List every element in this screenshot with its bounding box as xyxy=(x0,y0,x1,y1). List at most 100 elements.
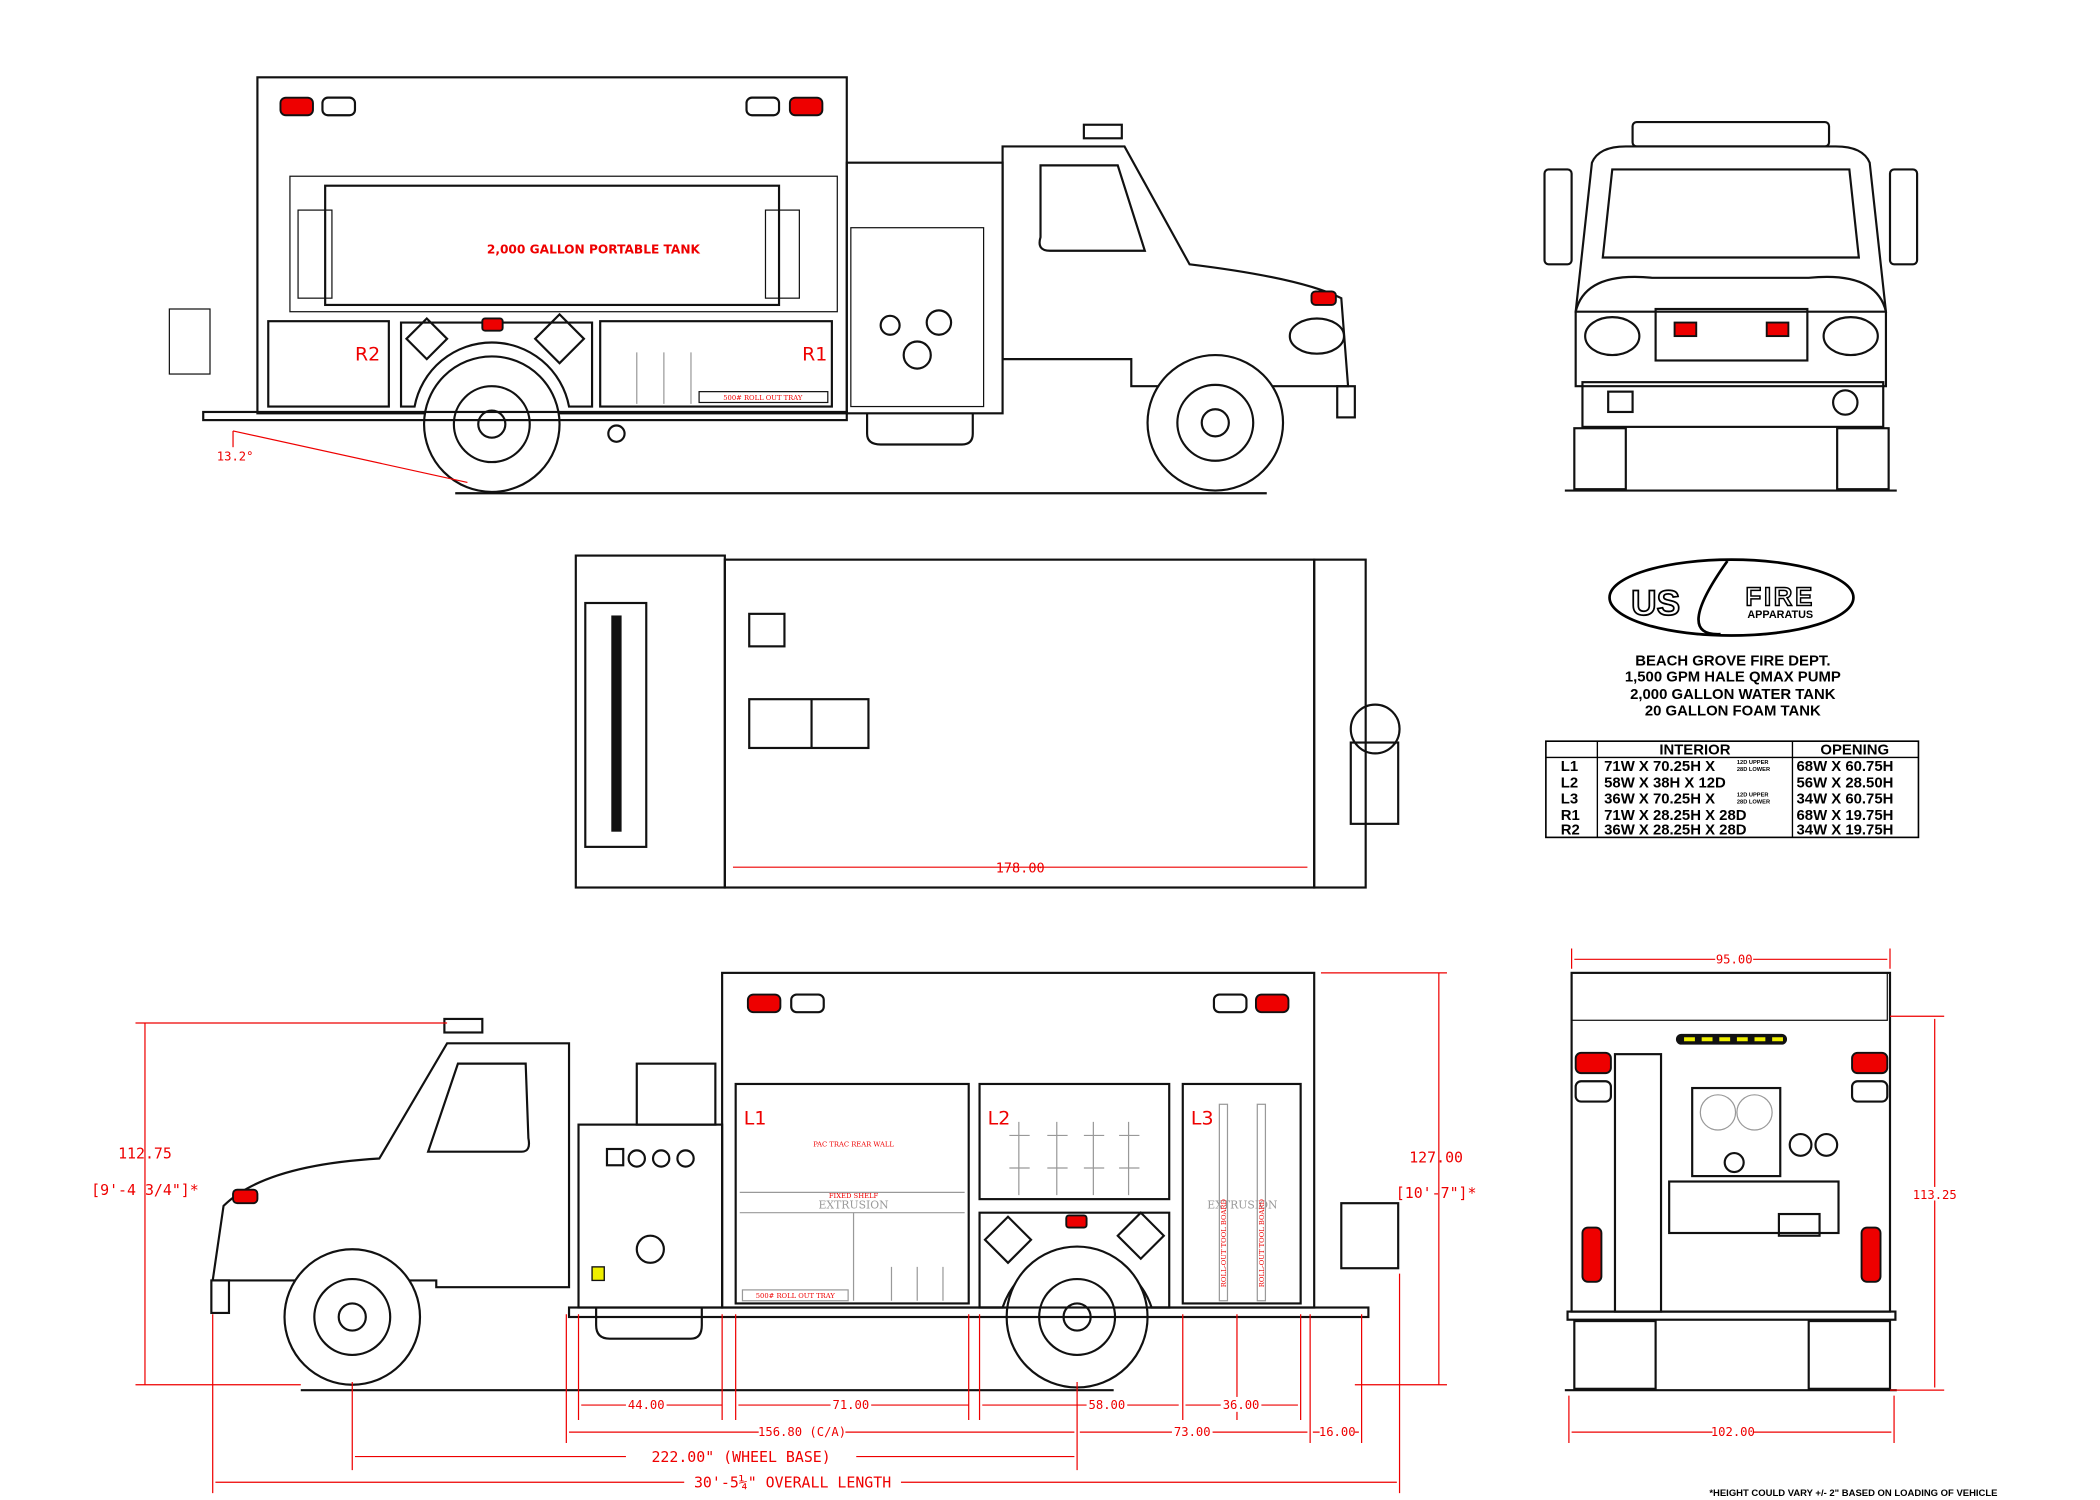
tool-board xyxy=(1218,1103,1229,1302)
compartment-label-r2: R2 xyxy=(355,343,380,365)
rear-wheel xyxy=(422,355,561,493)
table-row: L2 58W X 38H X 12D 56W X 28.50H xyxy=(1561,775,1894,791)
light-bar xyxy=(1631,120,1831,148)
tray-label: 500# ROLL OUT TRAY xyxy=(723,394,803,402)
warning-light xyxy=(1851,1051,1889,1075)
left-side-view: L1 PAC TRAC REAR WALL FIXED SHELF EXTRUS… xyxy=(91,971,1476,1494)
right-mirror xyxy=(1888,168,1919,266)
tool-board-label: ROLL-OUT TOOL BOARD xyxy=(1258,1198,1266,1287)
roof-hatch xyxy=(748,612,786,648)
rear-step-top xyxy=(1313,558,1367,889)
cab-outline xyxy=(211,1042,571,1289)
front-tire xyxy=(1836,427,1890,491)
svg-text:56W X 28.50H: 56W X 28.50H xyxy=(1797,775,1894,791)
wheel-well xyxy=(399,321,594,408)
rear-tires xyxy=(1573,1319,1657,1390)
dim-l3-width: 36.00 xyxy=(1223,1398,1260,1412)
rear-hose-bed xyxy=(1571,972,1888,1021)
light xyxy=(321,96,357,117)
svg-text:12D UPPER: 12D UPPER xyxy=(1737,760,1769,766)
table-row: R1 71W X 28.25H X 28D 68W X 19.75H xyxy=(1561,808,1894,824)
front-bumper xyxy=(1581,381,1885,428)
svg-text:34W X 60.75H: 34W X 60.75H xyxy=(1797,792,1894,808)
roof-box xyxy=(748,698,870,750)
dim-l1-width: 71.00 xyxy=(832,1398,869,1412)
portable-tank xyxy=(324,184,781,307)
svg-text:L1: L1 xyxy=(1561,759,1578,775)
tail-light xyxy=(1581,1226,1603,1283)
rear-bumper xyxy=(1566,1310,1897,1321)
tow-eye xyxy=(607,424,626,443)
header-interior: INTERIOR xyxy=(1659,743,1730,759)
warning-light xyxy=(788,96,824,117)
wheel-hub xyxy=(452,385,531,464)
header-opening: OPENING xyxy=(1820,743,1889,759)
compartment-r1[interactable] xyxy=(599,320,833,408)
dimensions: 112.75 [9'-4 3/4"]* 127.00 [10'-7"]* 44.… xyxy=(91,972,1476,1494)
tow-hook xyxy=(1607,390,1634,414)
compartment-l2[interactable] xyxy=(978,1082,1171,1201)
departure-angle-line xyxy=(232,430,468,484)
svg-text:FIRE: FIRE xyxy=(1746,584,1815,612)
title-line-1: BEACH GROVE FIRE DEPT. xyxy=(1635,653,1830,669)
warning-light xyxy=(746,993,782,1014)
compartment-l1[interactable] xyxy=(734,1082,970,1305)
roll-out-tray xyxy=(741,1289,849,1302)
siren-speaker xyxy=(1832,389,1859,416)
extrusion-label: EXTRUSION xyxy=(818,1199,888,1212)
svg-text:L2: L2 xyxy=(1561,775,1578,791)
rear-ladder xyxy=(1613,1053,1663,1313)
wheel-well-lights xyxy=(983,1211,1166,1265)
marker-light xyxy=(1065,1214,1088,1229)
cab-window xyxy=(1038,164,1147,252)
dim-pump-width: 44.00 xyxy=(628,1398,665,1412)
table-row: R2 36W X 28.25H X 28D 34W X 19.75H xyxy=(1561,823,1894,839)
dim-rear-overhang: 73.00 xyxy=(1174,1425,1211,1439)
table-row: L1 71W X 70.25H X 12D UPPER 28D LOWER 68… xyxy=(1561,759,1894,775)
svg-text:36W X 28.25H X 28D: 36W X 28.25H X 28D xyxy=(1604,823,1747,839)
compartment-table: INTERIOR OPENING L1 71W X 70.25H X 12D U… xyxy=(1545,740,1920,839)
height-footnote: *HEIGHT COULD VARY +/- 2" BASED ON LOADI… xyxy=(1709,1488,1997,1499)
foam-indicator xyxy=(591,1266,605,1282)
rear-wall-label: PAC TRAC REAR WALL xyxy=(813,1140,894,1148)
svg-text:34W X 19.75H: 34W X 19.75H xyxy=(1797,823,1894,839)
svg-text:R1: R1 xyxy=(1561,808,1580,824)
rear-intake xyxy=(1699,1094,1737,1131)
running-board xyxy=(202,410,848,422)
marker-light xyxy=(481,317,504,332)
wheel-hub xyxy=(1176,383,1255,462)
title-line-3: 2,000 GALLON WATER TANK xyxy=(1630,687,1836,703)
front-view xyxy=(1543,120,1919,492)
rear-ladder-arm xyxy=(1349,741,1400,825)
wheel-base: 222.00" (WHEEL BASE) xyxy=(651,1448,830,1466)
rear-view: 95.00 113.25 102.00 xyxy=(1564,948,1958,1443)
compartment-l3[interactable] xyxy=(1181,1082,1302,1305)
compartment-r2[interactable] xyxy=(267,320,390,408)
gauge xyxy=(627,1149,646,1168)
svg-text:71W X 70.25H X: 71W X 70.25H X xyxy=(1604,759,1715,775)
step xyxy=(866,413,974,446)
body-height: 127.00 xyxy=(1409,1149,1463,1167)
front-wheel xyxy=(283,1248,422,1386)
compartment-label-l2: L2 xyxy=(988,1108,1011,1130)
svg-text:68W X 19.75H: 68W X 19.75H xyxy=(1797,808,1894,824)
svg-text:R2: R2 xyxy=(1561,823,1580,839)
rear-ladder xyxy=(1340,1202,1400,1270)
tank-bracket xyxy=(297,209,333,299)
overall-length: 30'-5¼" OVERALL LENGTH xyxy=(694,1474,891,1492)
body-roof xyxy=(723,558,1316,889)
intake xyxy=(902,340,932,370)
rear-intake-panel xyxy=(1691,1086,1782,1178)
title-line-2: 1,500 GPM HALE QMAX PUMP xyxy=(1625,670,1841,686)
rear-ladder xyxy=(168,308,211,375)
rear-body-width: 95.00 xyxy=(1716,952,1753,966)
headlight xyxy=(1822,316,1879,357)
warning-light xyxy=(1254,993,1290,1014)
wheel-hub xyxy=(313,1277,392,1357)
headlight-marker xyxy=(1310,290,1337,306)
warning-light xyxy=(279,96,314,117)
cab-beacon xyxy=(443,1017,484,1034)
fixed-shelf-label: FIXED SHELF xyxy=(829,1192,879,1200)
traffic-advisor xyxy=(1675,1033,1788,1045)
